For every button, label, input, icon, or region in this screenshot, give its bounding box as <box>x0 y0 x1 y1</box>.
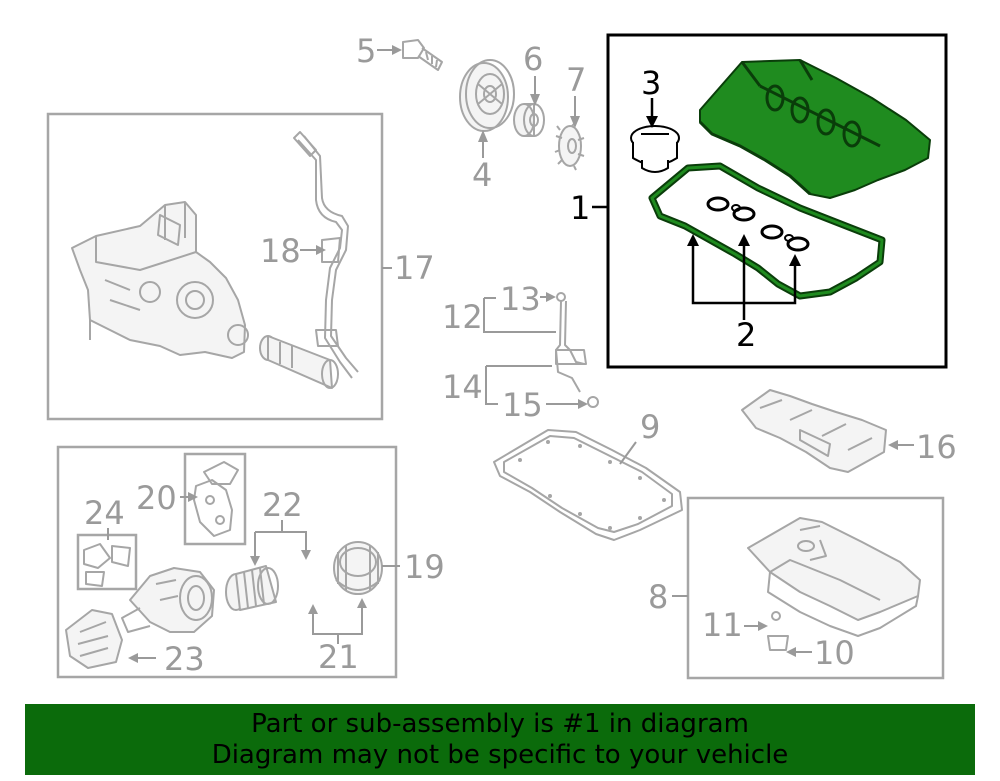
callout-23: 23 <box>164 640 205 678</box>
callout-21: 21 <box>318 638 359 676</box>
oil-filter-box <box>56 445 398 679</box>
callout-16: 16 <box>916 428 957 466</box>
gear-7[interactable] <box>554 121 585 171</box>
callout-1: 1 <box>570 189 590 227</box>
callout-24: 24 <box>84 494 125 532</box>
callout-13: 13 <box>500 280 541 318</box>
gasket-20[interactable] <box>193 461 239 537</box>
callout-11: 11 <box>702 606 743 644</box>
oil-filter-element[interactable] <box>225 565 279 611</box>
sensor-cylinder[interactable] <box>259 335 339 389</box>
oil-filter-cap[interactable] <box>333 541 383 595</box>
crankshaft-pulley[interactable] <box>459 59 515 132</box>
oil-pan[interactable] <box>747 517 921 651</box>
callout-12: 12 <box>442 298 483 336</box>
callout-22: 22 <box>262 486 303 524</box>
oil-pan-box-group[interactable]: 8 11 10 <box>648 496 945 680</box>
callout-5: 5 <box>356 32 376 70</box>
gasket-24[interactable] <box>83 543 131 587</box>
callout-7: 7 <box>566 61 586 99</box>
callout-20: 20 <box>136 479 177 517</box>
info-banner: Part or sub-assembly is #1 in diagram Di… <box>25 704 975 775</box>
callout-15: 15 <box>502 386 543 424</box>
callout-19: 19 <box>404 548 445 586</box>
oil-pump-box <box>46 112 384 421</box>
gasket-box-20 <box>183 452 247 546</box>
banner-line-2: Diagram may not be specific to your vehi… <box>211 740 789 770</box>
valve-cover-assembly-box <box>606 33 948 369</box>
callout-6: 6 <box>523 40 543 78</box>
balancer-housing[interactable] <box>71 201 249 359</box>
callout-18: 18 <box>260 232 301 270</box>
oil-pan-box <box>686 496 945 680</box>
valve-cover[interactable] <box>698 59 931 199</box>
heat-shield[interactable] <box>741 389 887 473</box>
callout-4: 4 <box>472 156 492 194</box>
callout-8: 8 <box>648 578 668 616</box>
oil-cooler[interactable] <box>65 609 123 669</box>
banner-line-1: Part or sub-assembly is #1 in diagram <box>251 709 749 739</box>
oil-pump-box-group[interactable]: 18 17 <box>46 112 435 421</box>
oil-pan-gasket[interactable] <box>493 429 683 541</box>
valve-cover-assembly-group[interactable]: 1 2 3 <box>570 33 948 369</box>
crankshaft-sprocket-6[interactable] <box>513 103 545 137</box>
callout-9: 9 <box>640 408 660 446</box>
callout-3: 3 <box>641 64 661 102</box>
oil-filler-cap[interactable] <box>630 125 680 173</box>
oil-filter-box-group[interactable]: 20 24 22 21 19 23 <box>56 445 445 679</box>
tube-seals[interactable] <box>706 196 810 252</box>
callout-17: 17 <box>394 249 435 287</box>
oil-filter-housing[interactable] <box>121 567 215 633</box>
callout-14: 14 <box>442 368 483 406</box>
oil-level-sensor[interactable] <box>555 292 599 408</box>
callout-10: 10 <box>814 634 855 672</box>
dipstick-tube[interactable] <box>293 131 359 379</box>
valve-cover-gasket[interactable] <box>648 162 886 300</box>
bolt-5[interactable] <box>377 39 443 71</box>
callout-2: 2 <box>736 316 756 354</box>
